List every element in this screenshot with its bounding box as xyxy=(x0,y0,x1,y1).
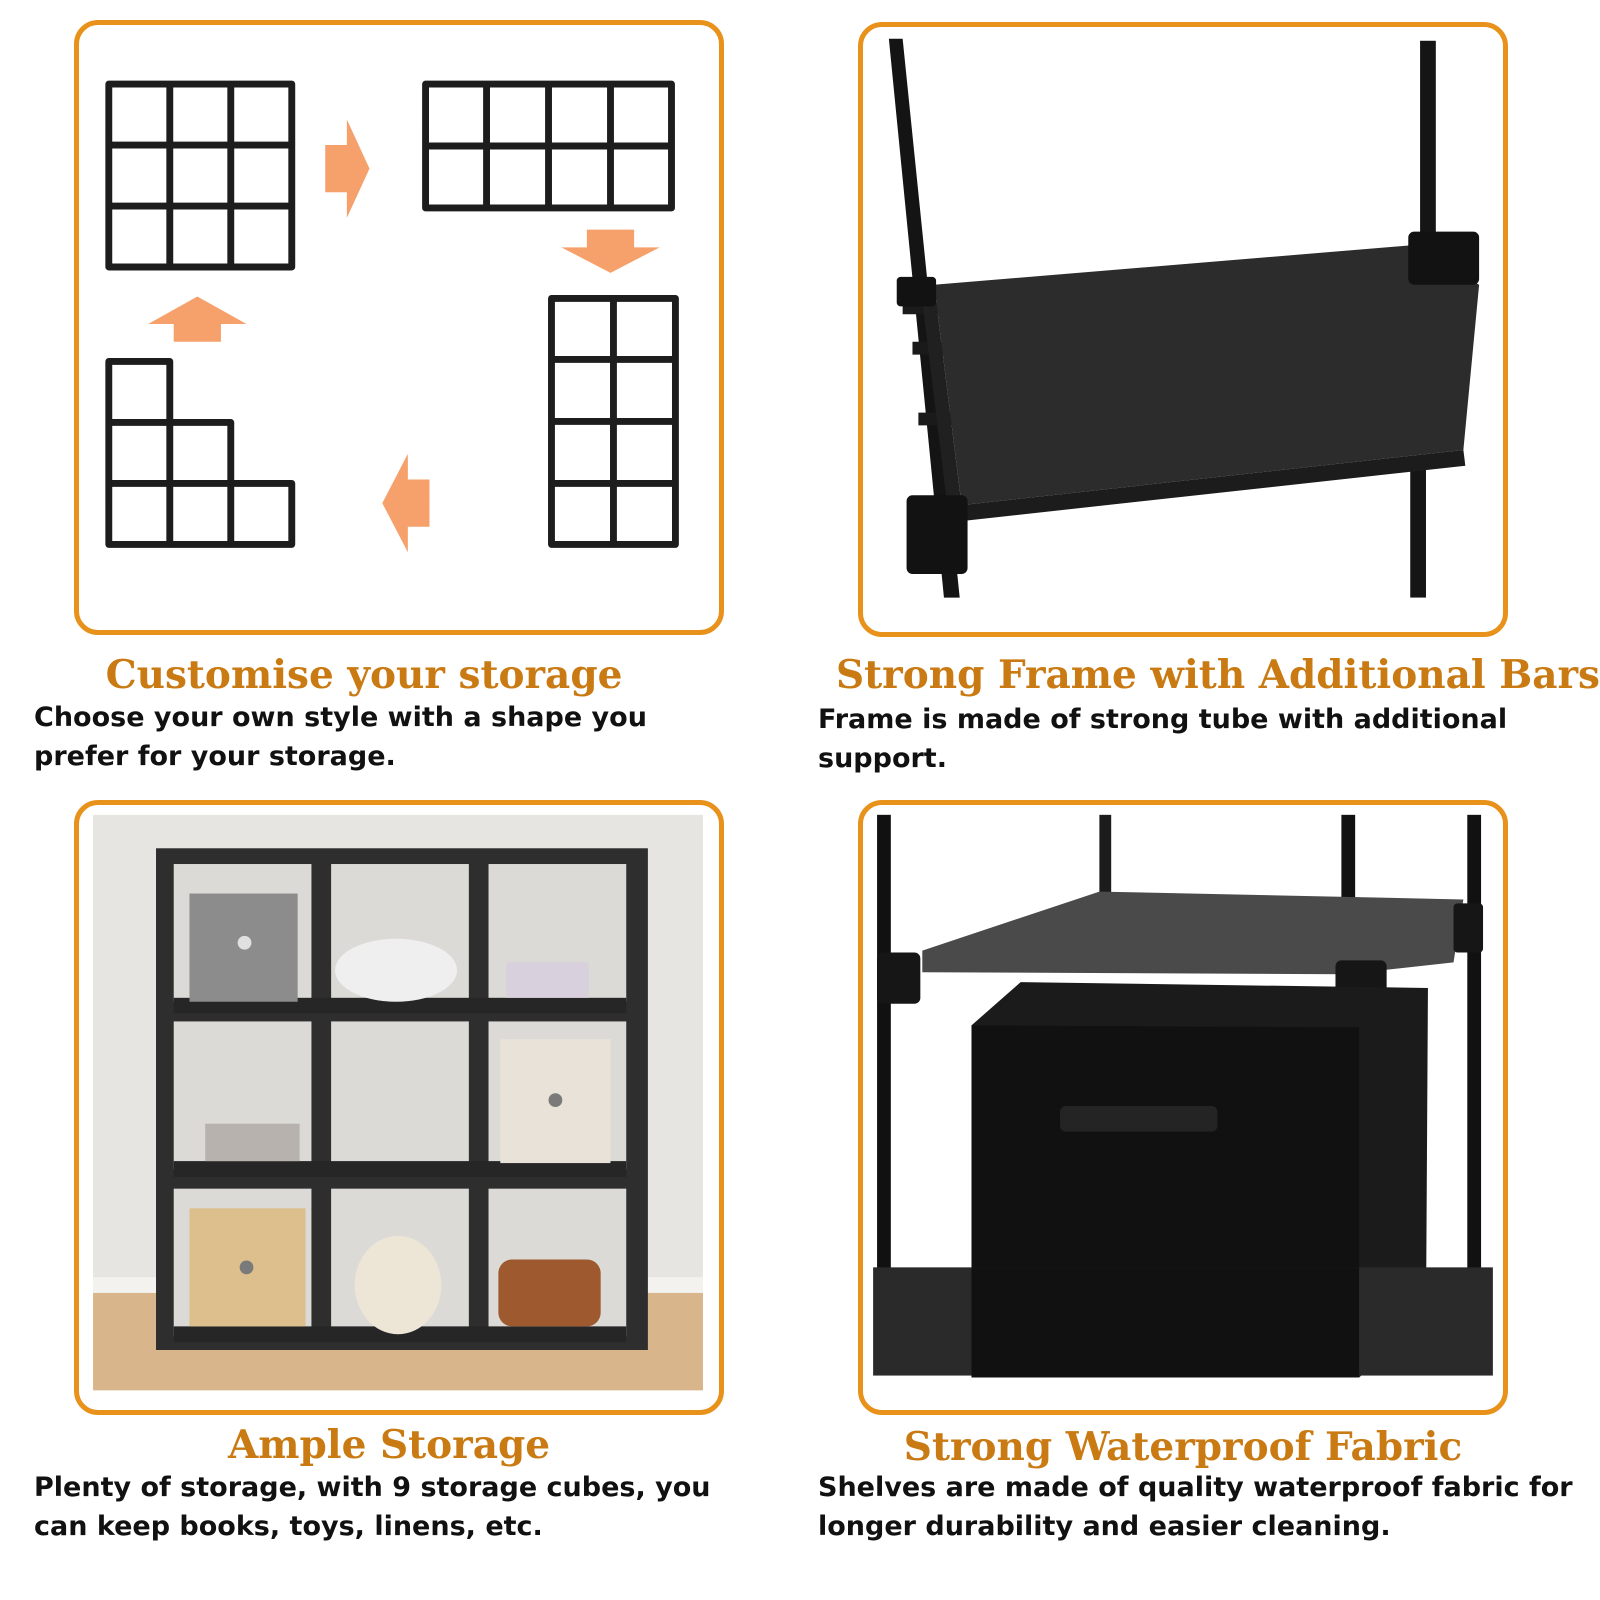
arrow-left-icon xyxy=(382,453,430,553)
feature-title-customise: Customise your storage xyxy=(105,652,623,698)
feature-title-waterproof: Strong Waterproof Fabric xyxy=(903,1424,1463,1470)
frame-closeup-illustration xyxy=(863,27,1503,632)
config-4x2 xyxy=(422,80,675,212)
arrow-down-icon xyxy=(561,229,660,273)
frame-panel xyxy=(858,22,1508,637)
feature-description-ample-storage: Plenty of storage, with 9 storage cubes,… xyxy=(34,1472,711,1542)
feature-description-customise: Choose your own style with a shape you p… xyxy=(34,702,647,772)
customise-panel xyxy=(74,20,724,635)
arrow-up-icon xyxy=(148,296,247,342)
config-3x3 xyxy=(105,80,296,271)
feature-description-frame: Frame is made of strong tube with additi… xyxy=(818,704,1508,774)
ample-storage-panel xyxy=(74,800,724,1415)
feature-title-ample-storage: Ample Storage xyxy=(227,1422,551,1468)
feature-description-waterproof: Shelves are made of quality waterproof f… xyxy=(818,1472,1573,1542)
config-2x4 xyxy=(548,295,679,548)
arrow-right-icon xyxy=(325,119,370,218)
configuration-diagram xyxy=(105,80,679,553)
config-staircase xyxy=(105,357,296,548)
fabric-panel xyxy=(858,800,1508,1415)
fabric-closeup-illustration xyxy=(863,805,1503,1410)
feature-title-frame: Strong Frame with Additional Bars xyxy=(836,652,1600,698)
storage-unit-illustration xyxy=(93,814,703,1391)
